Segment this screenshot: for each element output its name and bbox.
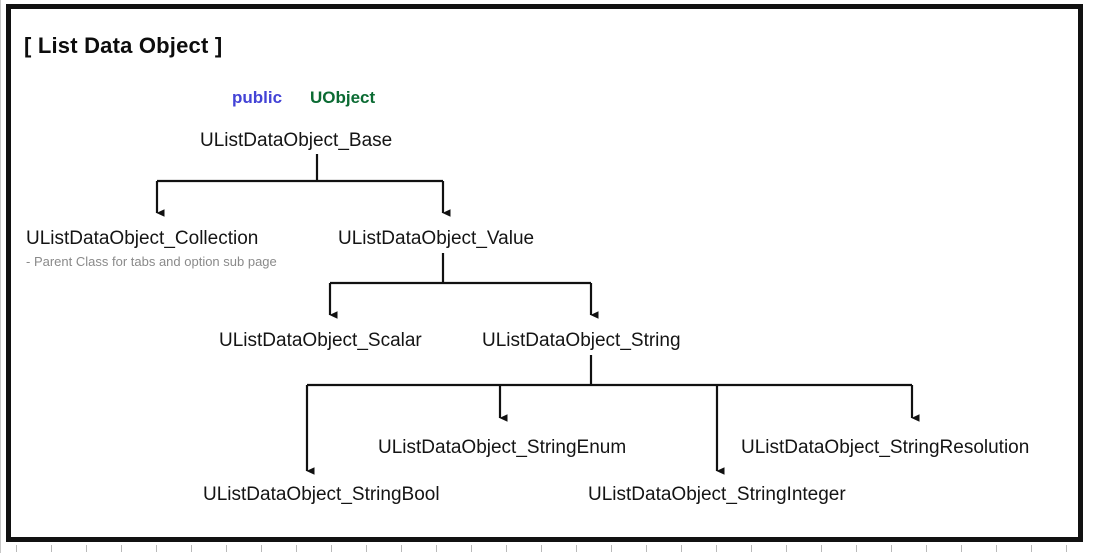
node-ulistdataobject-stringenum: UListDataObject_StringEnum: [378, 437, 627, 458]
access-modifier-label: public: [232, 88, 283, 107]
node-ulistdataobject-collection: UListDataObject_Collection: [26, 228, 259, 249]
page-title: [ List Data Object ]: [24, 33, 223, 58]
diagram-frame: [6, 4, 1083, 542]
node-ulistdataobject-stringbool: UListDataObject_StringBool: [203, 484, 440, 505]
page-edge-rule: [0, 0, 1, 553]
collection-note: - Parent Class for tabs and option sub p…: [26, 254, 277, 269]
node-ulistdataobject-stringresolution: UListDataObject_StringResolution: [741, 437, 1030, 458]
node-ulistdataobject-scalar: UListDataObject_Scalar: [219, 330, 422, 351]
base-class-label: UObject: [310, 88, 376, 107]
node-ulistdataobject-base: UListDataObject_Base: [200, 130, 393, 151]
node-ulistdataobject-value: UListDataObject_Value: [338, 228, 535, 249]
ruler-ticks: [0, 545, 1098, 553]
node-ulistdataobject-stringinteger: UListDataObject_StringInteger: [588, 484, 846, 505]
node-ulistdataobject-string: UListDataObject_String: [482, 330, 681, 351]
